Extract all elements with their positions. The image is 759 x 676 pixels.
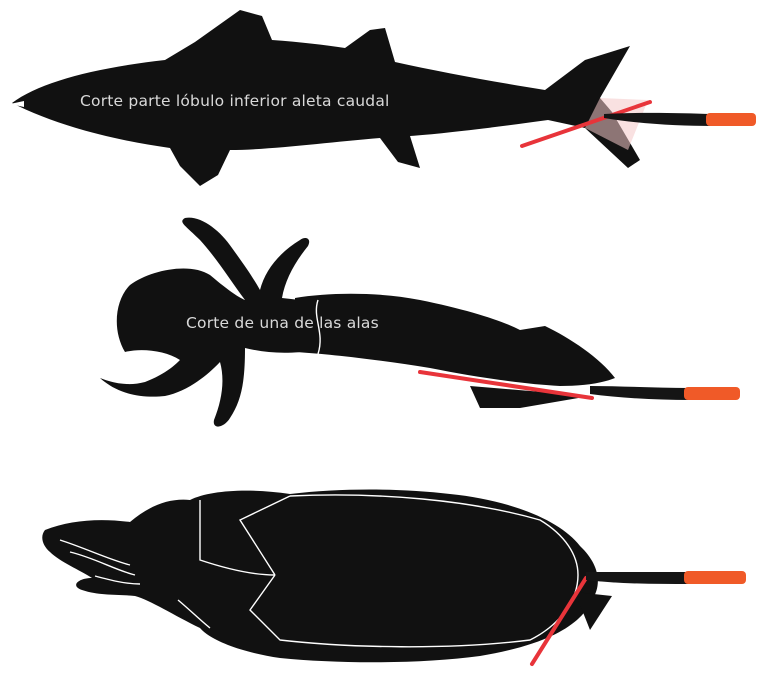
cuttlefish-panel bbox=[42, 490, 746, 665]
cuttlefish-silhouette bbox=[42, 490, 598, 663]
squid-mantle bbox=[295, 294, 615, 386]
cuttlefish-tag-body bbox=[586, 572, 690, 584]
squid-panel: Corte de una de las alas bbox=[100, 218, 740, 427]
squid-label: Corte de una de las alas bbox=[186, 314, 379, 332]
fish-label: Corte parte lóbulo inferior aleta caudal bbox=[80, 92, 390, 110]
cuttlefish-tag-tip bbox=[684, 571, 746, 584]
fish-tag-tip bbox=[706, 113, 756, 126]
squid-tag-tip bbox=[684, 387, 740, 400]
squid-tag-body bbox=[590, 386, 690, 400]
fish-panel: Corte parte lóbulo inferior aleta caudal bbox=[10, 10, 756, 186]
